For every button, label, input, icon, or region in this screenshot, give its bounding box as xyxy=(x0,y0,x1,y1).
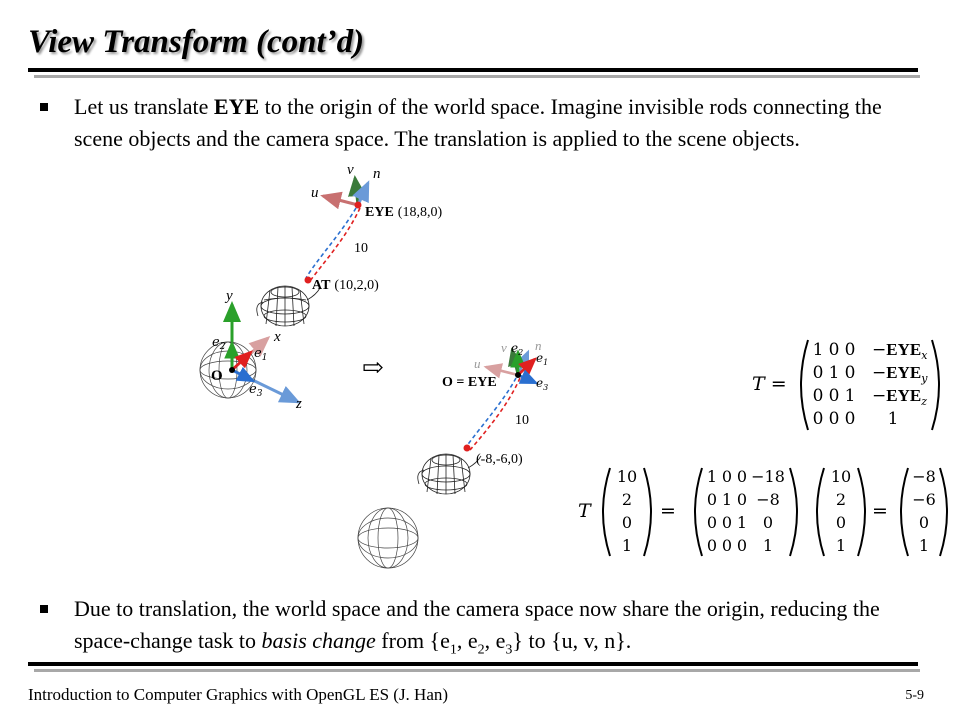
matrix-cell: 0 xyxy=(829,409,840,429)
sphere-mesh-moved xyxy=(357,507,419,569)
matrix-cell: 1 xyxy=(737,513,747,532)
matrix-cell: 0 xyxy=(707,513,717,532)
e1-label: e1 xyxy=(254,346,267,363)
matrix-cell: 0 xyxy=(622,513,632,532)
title-rule xyxy=(28,68,918,72)
matrix-cell: 1 xyxy=(622,536,632,555)
matrix-cell: −8 xyxy=(756,490,780,509)
matrix-cell: −8 xyxy=(912,467,936,486)
matrix-cell: 1 xyxy=(836,536,846,555)
matrix-cell: 0 xyxy=(845,363,856,383)
transform-arrow: ⇨ xyxy=(362,353,384,383)
matrix-cell: 1 xyxy=(707,467,717,486)
matrix-cell: −6 xyxy=(912,490,936,509)
e2-label: e2 xyxy=(212,335,226,352)
matrix-cell: 10 xyxy=(617,467,637,486)
teapot-mesh-moved: (-8,-6,0) xyxy=(417,444,523,495)
matrix-cell: 1 xyxy=(888,409,899,429)
bullet-text: Let us translate EYE to the origin of th… xyxy=(74,94,882,151)
matrix-cell: 0 xyxy=(919,513,929,532)
matrix-cell-eye: −EYEy xyxy=(872,363,928,385)
matrix-cell: 0 xyxy=(813,386,824,406)
matrix-cell: 0 xyxy=(763,513,773,532)
matrix-cell: 0 xyxy=(813,363,824,383)
n-axis-label: n xyxy=(373,166,381,182)
matrix-cell: 0 xyxy=(707,536,717,555)
page-number: 5-9 xyxy=(905,688,924,703)
t-symbol: T xyxy=(578,500,592,522)
matrix-cell: 0 xyxy=(722,536,732,555)
sphere-mesh-world xyxy=(199,341,257,399)
u-axis-label-moved: u xyxy=(474,356,481,371)
eye-label: EYE(18,8,0) xyxy=(365,205,442,220)
v-axis-label: v xyxy=(347,162,354,178)
matrix-cell: 0 xyxy=(845,409,856,429)
eq-sign-2: = xyxy=(872,500,888,522)
u-axis-label: u xyxy=(311,185,319,201)
matrix-cell: 0 xyxy=(836,513,846,532)
footer-text: Introduction to Computer Graphics with O… xyxy=(28,685,449,704)
title-rule-shadow xyxy=(34,75,920,78)
eq-sign-1: = xyxy=(660,500,676,522)
rods-lower: 10 xyxy=(465,377,529,451)
matrix-cell: 0 xyxy=(813,409,824,429)
teapot-mesh-upper: AT(10,2,0) xyxy=(256,276,379,327)
matrix-cell: 2 xyxy=(622,490,632,509)
y-axis-label: y xyxy=(224,288,233,304)
z-axis-label: z xyxy=(295,396,302,412)
matrix-cell: 1 xyxy=(845,386,856,406)
e3-label: e3 xyxy=(249,382,263,399)
world-axes: y x z xyxy=(223,288,302,412)
footer-rule xyxy=(28,662,918,666)
matrix-cell-eye: −EYEx xyxy=(872,340,928,362)
matrix-cell: 1 xyxy=(919,536,929,555)
matrix-cell: 0 xyxy=(737,536,747,555)
n-axis-label-moved: n xyxy=(535,338,542,353)
matrix-cell: 1 xyxy=(813,340,824,360)
at-label: AT(10,2,0) xyxy=(312,278,379,293)
e2-label-moved: e2 xyxy=(511,341,523,357)
t-equals: T = xyxy=(752,373,787,395)
bullet-marker xyxy=(40,103,48,111)
v-axis-label-moved: v xyxy=(501,340,507,355)
matrix-cell: 0 xyxy=(737,490,747,509)
moved-at-coords: (-8,-6,0) xyxy=(476,452,523,467)
matrix-cell: 1 xyxy=(763,536,773,555)
rods-upper: 10 xyxy=(305,207,368,282)
camera-frame-origin: u v n e2 e1 e3 O = EYE xyxy=(442,338,548,392)
distance-label-moved: 10 xyxy=(515,413,529,428)
camera-frame-eye: u v n EYE(18,8,0) xyxy=(311,162,442,220)
standard-basis-world: e2 e1 e3 O xyxy=(211,335,267,399)
origin-eye-label: O = EYE xyxy=(442,375,497,390)
matrix-cell: −18 xyxy=(751,467,785,486)
matrix-cell: 1 xyxy=(829,363,840,383)
bullet-marker xyxy=(40,605,48,613)
matrix-cell: 0 xyxy=(829,340,840,360)
matrix-cell: 0 xyxy=(722,467,732,486)
distance-label: 10 xyxy=(354,241,368,256)
e1-label-moved: e1 xyxy=(536,351,548,367)
matrix-cell: 0 xyxy=(845,340,856,360)
footer-rule-shadow xyxy=(34,669,920,672)
matrix-cell: 10 xyxy=(831,467,851,486)
x-axis-label: x xyxy=(273,329,281,345)
matrix-cell-eye: −EYEz xyxy=(872,386,927,408)
matrix-cell: 0 xyxy=(707,490,717,509)
slide-title: View Transform (cont’d) xyxy=(28,24,365,60)
matrix-cell: 0 xyxy=(737,467,747,486)
matrix-cell: 2 xyxy=(836,490,846,509)
e3-label-moved: e3 xyxy=(536,376,548,392)
matrix-cell: 0 xyxy=(722,513,732,532)
matrix-cell: 0 xyxy=(829,386,840,406)
bullet-text: Due to translation, the world space and … xyxy=(74,596,880,658)
matrix-cell: 1 xyxy=(722,490,732,509)
origin-label: O xyxy=(211,368,223,384)
